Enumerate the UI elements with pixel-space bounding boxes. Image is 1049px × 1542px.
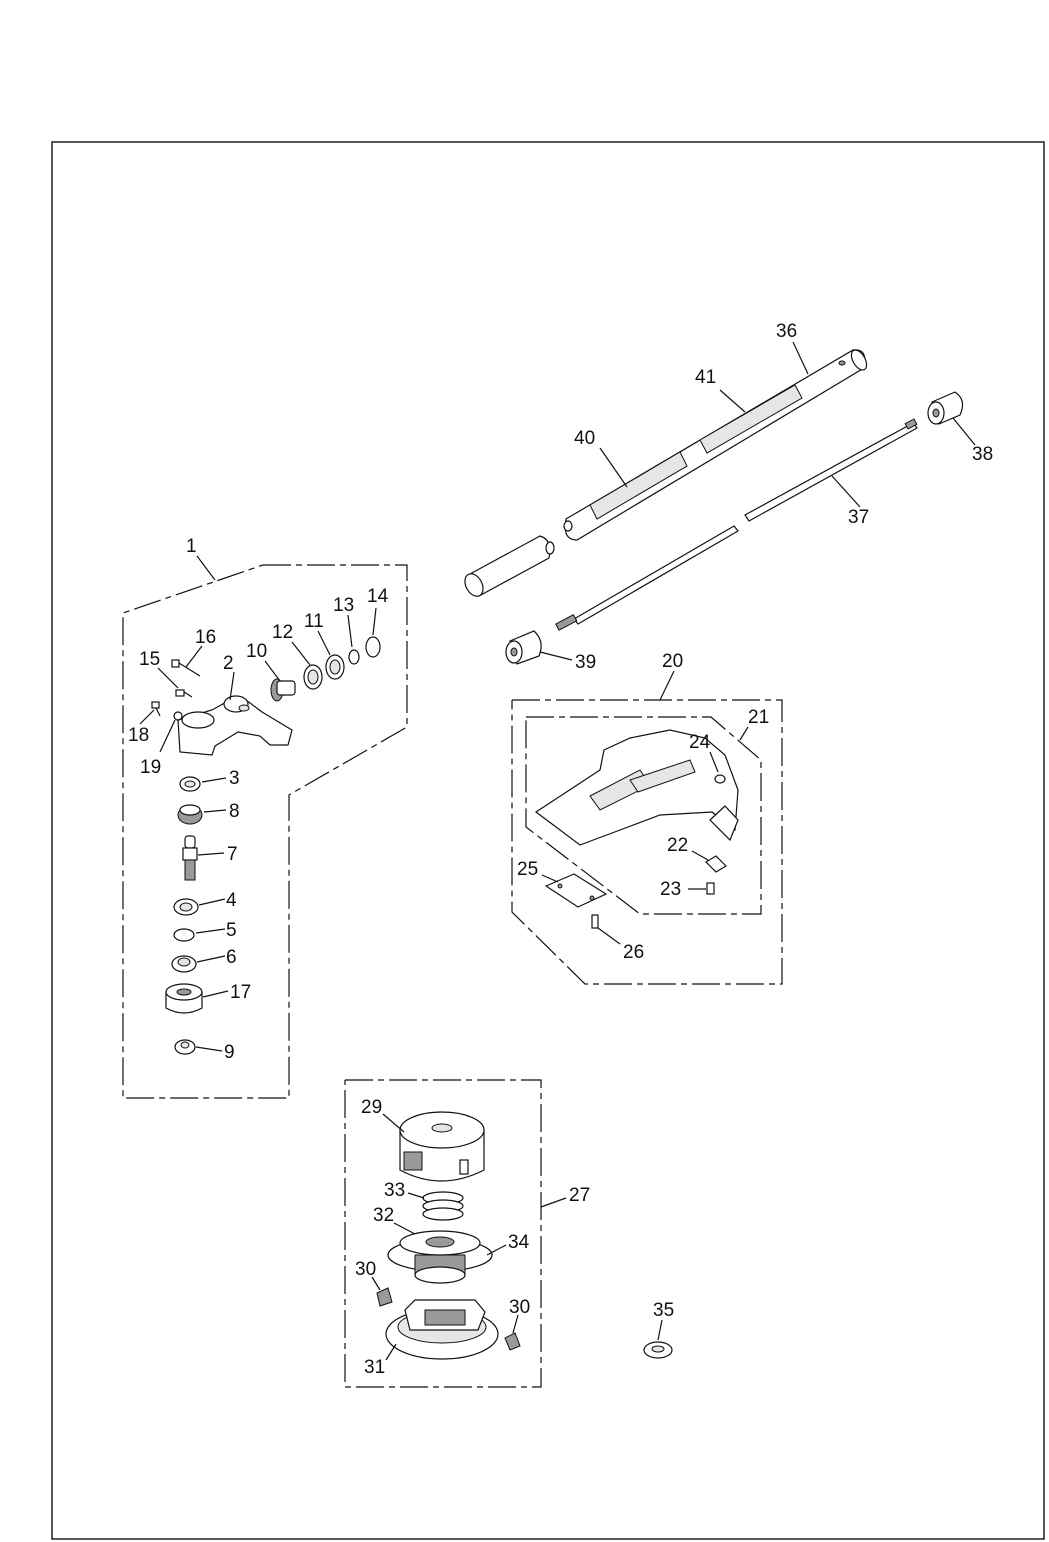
- bearing-part-12: [303, 664, 323, 690]
- washer-part-35: [643, 1341, 673, 1359]
- circlip-part-5: [173, 928, 195, 942]
- drive-shaft-part-37: [555, 418, 918, 631]
- callout-34: 34: [508, 1232, 530, 1253]
- group-21-outline: [525, 716, 762, 915]
- callout-29: 29: [361, 1097, 382, 1118]
- group-27-outline: [344, 1079, 542, 1388]
- spool-part-32: [387, 1230, 493, 1284]
- callout-9: 9: [224, 1042, 235, 1063]
- holder-part-17: [165, 983, 203, 1014]
- callout-38: 38: [972, 444, 993, 465]
- callout-1: 1: [186, 536, 197, 557]
- callout-27: 27: [569, 1185, 590, 1206]
- callout-5: 5: [226, 920, 237, 941]
- cover-part-29: [399, 1111, 485, 1182]
- callout-14: 14: [367, 586, 389, 607]
- nut-part-24: [714, 774, 726, 784]
- callout-40: 40: [574, 428, 595, 449]
- tab-part-30-right: [504, 1332, 521, 1351]
- callout-20: 20: [662, 651, 683, 672]
- bushing-part-38: [927, 391, 964, 425]
- spring-part-33: [422, 1191, 464, 1221]
- callout-33: 33: [384, 1180, 405, 1201]
- snap-ring-part-14: [365, 636, 381, 658]
- callout-19: 19: [140, 757, 161, 778]
- gear-part-8: [177, 804, 203, 825]
- callout-17: 17: [230, 982, 251, 1003]
- callout-7: 7: [227, 844, 238, 865]
- label-decal-part-41: [699, 384, 803, 454]
- tube-sleeve: [464, 535, 555, 597]
- base-part-31: [385, 1299, 499, 1360]
- diagram-frame: [51, 141, 1045, 1540]
- callout-3: 3: [229, 768, 240, 789]
- pinion-gear-part-10: [270, 678, 296, 702]
- shaft-part-7: [182, 835, 198, 881]
- callout-39: 39: [575, 652, 596, 673]
- bearing-part-3: [179, 776, 201, 792]
- nut-part-9: [174, 1039, 196, 1055]
- ring-part-13: [348, 649, 360, 665]
- bolt-part-16: [171, 659, 201, 677]
- seal-part-6: [171, 955, 197, 973]
- callout-24: 24: [689, 732, 711, 753]
- callout-6: 6: [226, 947, 237, 968]
- callout-21: 21: [748, 707, 769, 728]
- callout-36: 36: [776, 321, 797, 342]
- label-decal-part-40: [589, 451, 688, 520]
- screw-part-23: [706, 882, 715, 895]
- callout-32: 32: [373, 1205, 394, 1226]
- callout-26: 26: [623, 942, 644, 963]
- gear-case-part-2: [177, 695, 293, 756]
- plate-part-25: [544, 873, 608, 908]
- tab-part-30-left: [376, 1287, 393, 1307]
- bolt-part-15: [175, 689, 193, 698]
- callout-23: 23: [660, 879, 681, 900]
- callout-8: 8: [229, 801, 240, 822]
- callout-16: 16: [195, 627, 216, 648]
- callout-30-right: 30: [509, 1297, 530, 1318]
- callout-18: 18: [128, 725, 149, 746]
- callout-11: 11: [304, 611, 324, 632]
- bearing-part-4: [173, 898, 199, 916]
- washer-part-19: [173, 711, 183, 721]
- callout-35: 35: [653, 1300, 674, 1321]
- callout-25: 25: [517, 859, 538, 880]
- callout-31: 31: [364, 1357, 385, 1378]
- guard-part-21: [534, 729, 739, 846]
- callout-15: 15: [139, 649, 160, 670]
- callout-13: 13: [333, 595, 354, 616]
- callout-37: 37: [848, 507, 869, 528]
- group-1-outline: [122, 564, 408, 1099]
- bearing-part-11: [325, 654, 345, 680]
- grease-fitting-part-18: [151, 701, 161, 717]
- callout-22: 22: [667, 835, 688, 856]
- screw-part-26: [591, 914, 599, 929]
- callout-4: 4: [226, 890, 237, 911]
- clip-part-22: [705, 855, 727, 873]
- callout-12: 12: [272, 622, 293, 643]
- bushing-part-39: [505, 630, 542, 665]
- group-20-outline: [511, 699, 783, 985]
- callout-10: 10: [246, 641, 267, 662]
- callout-30-left: 30: [355, 1259, 376, 1280]
- callout-2: 2: [223, 653, 234, 674]
- callout-41: 41: [695, 367, 716, 388]
